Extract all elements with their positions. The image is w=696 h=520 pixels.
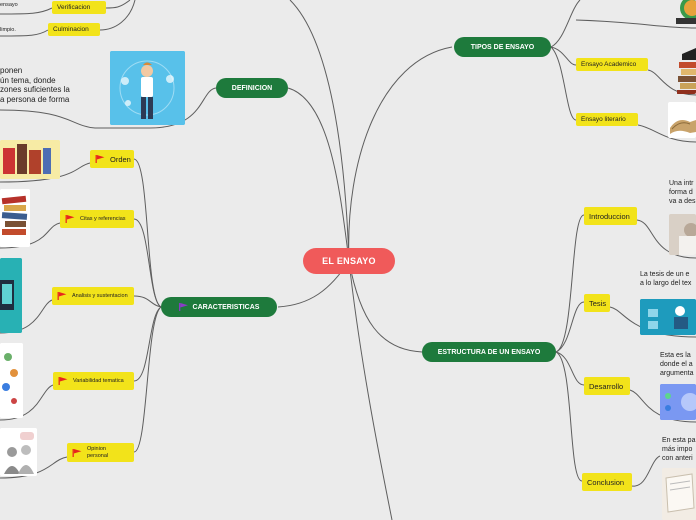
variabilidad-image bbox=[0, 343, 23, 418]
subtopic-analisis-y-sustentacion[interactable]: Analisis y sustentacion bbox=[52, 287, 134, 305]
flag-icon bbox=[179, 303, 188, 311]
tesis-line: a lo largo del tex bbox=[640, 279, 691, 288]
subtopic-ensayo-academico[interactable]: Ensayo Academico bbox=[576, 58, 648, 71]
conclusion-image bbox=[662, 468, 696, 520]
subtopic-verificacion[interactable]: Verificacion bbox=[52, 1, 106, 14]
opinion-image bbox=[0, 428, 37, 476]
culminacion-text: limpio. bbox=[0, 26, 16, 35]
analisis-image bbox=[0, 258, 22, 333]
introduccion-line: forma d bbox=[669, 188, 695, 197]
orden-image bbox=[0, 140, 60, 179]
flag-icon bbox=[57, 292, 67, 300]
conclusion-line: más impo bbox=[662, 445, 695, 454]
desarrollo-line: donde el a bbox=[660, 360, 693, 369]
topic-tipos-de-ensayo[interactable]: TIPOS DE ENSAYO bbox=[454, 37, 551, 57]
topic-estructura-de-un-ensayo[interactable]: ESTRUCTURA DE UN ENSAYO bbox=[422, 342, 556, 362]
conclusion-line: En esta pa bbox=[662, 436, 695, 445]
edge-conclusion bbox=[556, 352, 582, 481]
subtopic-ensayo-literario[interactable]: Ensayo literario bbox=[576, 113, 638, 126]
introduccion-text: Una intr forma d va a des bbox=[669, 179, 695, 206]
subtopic-opinion-personal[interactable]: Opinion personal bbox=[67, 443, 134, 462]
edge-orden bbox=[134, 159, 161, 307]
introduccion-image bbox=[669, 214, 696, 255]
open-book-image bbox=[668, 102, 696, 138]
orden-label: Orden bbox=[110, 155, 131, 164]
citas-image bbox=[0, 189, 30, 247]
tesis-image bbox=[640, 299, 696, 335]
flag-icon bbox=[72, 449, 82, 457]
subtopic-desarrollo[interactable]: Desarrollo bbox=[584, 377, 630, 395]
verificacion-text: ensayo bbox=[0, 1, 18, 10]
central-topic[interactable]: EL ENSAYO bbox=[303, 248, 395, 274]
edge-tipos-academico bbox=[551, 47, 576, 65]
definicion-line: a persona de forma bbox=[0, 95, 70, 105]
definicion-line: ún tema, donde bbox=[0, 76, 70, 86]
subtopic-orden[interactable]: Orden bbox=[90, 150, 134, 168]
subtopic-citas-y-referencias[interactable]: Citas y referencias bbox=[60, 210, 134, 228]
definicion-line: ponen bbox=[0, 66, 70, 76]
edge-definicion bbox=[288, 88, 349, 261]
books-icon-image bbox=[672, 0, 696, 26]
subtopic-variabilidad-tematica[interactable]: Variabilidad tematica bbox=[53, 372, 134, 390]
edge-estructura bbox=[349, 261, 422, 352]
conclusion-text: En esta pa más impo con anteri bbox=[662, 436, 695, 463]
subtopic-introduccion[interactable]: Introduccion bbox=[584, 207, 637, 225]
edge-tipos-literario bbox=[551, 47, 576, 120]
opinion-label: Opinion personal bbox=[87, 446, 127, 459]
citas-label: Citas y referencias bbox=[80, 216, 126, 222]
subtopic-tesis[interactable]: Tesis bbox=[584, 294, 610, 312]
edge-introduccion bbox=[556, 215, 584, 352]
introduccion-line: Una intr bbox=[669, 179, 695, 188]
edge-verificacion bbox=[106, 0, 130, 8]
flag-icon bbox=[95, 155, 105, 163]
analisis-label: Analisis y sustentacion bbox=[72, 293, 128, 299]
edge-bottom-offscreen bbox=[349, 261, 392, 520]
flag-icon bbox=[58, 377, 68, 385]
stacked-books-image bbox=[676, 46, 696, 94]
desarrollo-image bbox=[660, 384, 696, 420]
topic-caracteristicas[interactable]: CARACTERISTICAS bbox=[161, 297, 277, 317]
subtopic-culminacion[interactable]: Culminacion bbox=[48, 23, 100, 36]
introduccion-line: va a des bbox=[669, 197, 695, 206]
topic-definicion[interactable]: DEFINICION bbox=[216, 78, 288, 98]
conclusion-line: con anteri bbox=[662, 454, 695, 463]
caracteristicas-label: CARACTERISTICAS bbox=[193, 304, 260, 311]
edge-tesis bbox=[556, 302, 584, 352]
definicion-text: ponen ún tema, donde zones suficientes l… bbox=[0, 66, 70, 104]
tesis-line: La tesis de un e bbox=[640, 270, 691, 279]
edge-tipos-top bbox=[551, 0, 580, 47]
edge-conclusion-out bbox=[632, 456, 660, 486]
edge-variabilidad bbox=[134, 307, 161, 381]
subtopic-conclusion[interactable]: Conclusion bbox=[582, 473, 632, 491]
desarrollo-text: Esta es la donde el a argumenta bbox=[660, 351, 693, 378]
variabilidad-label: Variabilidad tematica bbox=[73, 378, 124, 384]
edge-top-offscreen bbox=[290, 0, 349, 261]
tesis-text: La tesis de un e a lo largo del tex bbox=[640, 270, 691, 288]
flag-icon bbox=[65, 215, 75, 223]
edge-tipos bbox=[349, 47, 452, 261]
desarrollo-line: Esta es la bbox=[660, 351, 693, 360]
definicion-line: zones suficientes la bbox=[0, 85, 70, 95]
desarrollo-line: argumenta bbox=[660, 369, 693, 378]
definicion-image bbox=[110, 51, 185, 125]
